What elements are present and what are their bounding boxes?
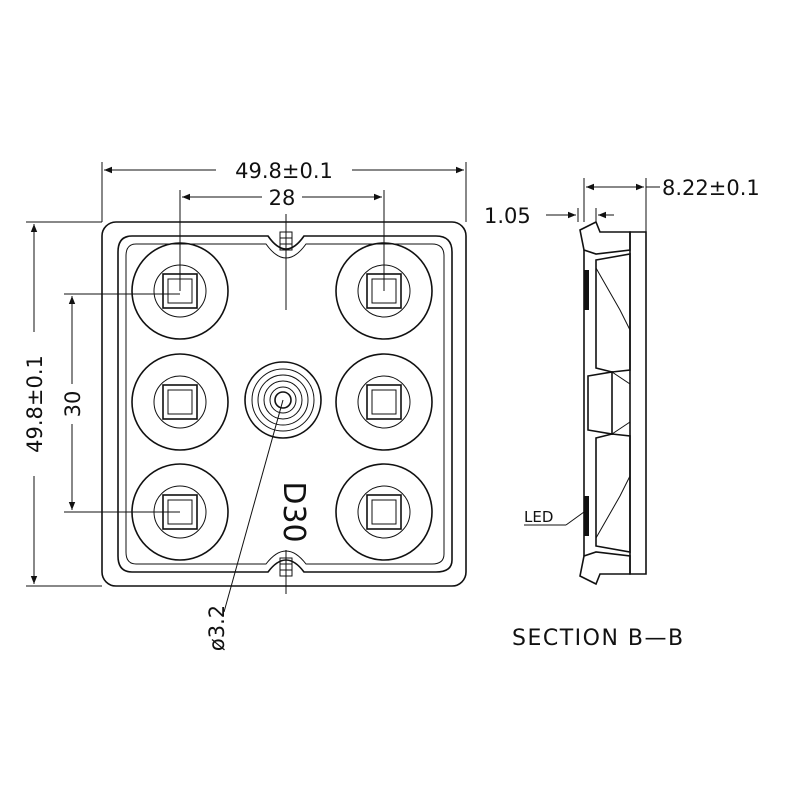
lens-outline-outer [101,221,467,587]
height-dimension: 49.8±0.1 [23,221,102,587]
lens-inner-rim-2 [125,243,445,565]
hole-pitch-x-label: 28 [269,186,296,210]
thickness-dim-label: 8.22±0.1 [662,176,760,200]
led-label: LED [524,508,553,526]
lens-marking: D30 [276,481,311,542]
section-view: LED 8.22±0.1 1.05 SECTION B—B [484,176,760,651]
width-dim-label: 49.8±0.1 [235,159,333,183]
lens-inner-rim [117,235,453,573]
hole-pitch-y-label: 30 [61,391,85,418]
hole-pitch-x-dimension: 28 [179,186,385,291]
led-lower [584,496,589,536]
hole-pitch-y-dimension: 30 [61,293,180,513]
led-upper [584,270,589,310]
lens-cell-mid-left [131,353,229,451]
center-hole-dim: ø3.2 [205,605,229,651]
flange-dimension: 1.05 [484,204,614,228]
lens-cell-bottom-right [335,463,433,561]
front-view: D30 ø3.2 49.8±0.1 28 49.8±0.1 [23,159,467,651]
width-dimension: 49.8±0.1 [101,159,467,222]
section-body [629,231,647,575]
center-boss [244,361,322,439]
section-title: SECTION B—B [512,626,685,651]
flange-dim-label: 1.05 [484,204,531,228]
height-dim-label: 49.8±0.1 [23,355,47,453]
lens-cell-mid-right [335,353,433,451]
thickness-dimension: 8.22±0.1 [583,176,760,232]
